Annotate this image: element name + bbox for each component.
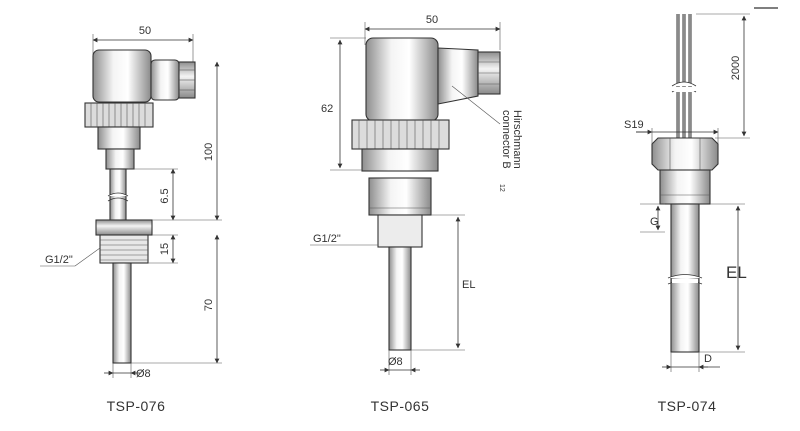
tsp-076-dim-probe: 70 xyxy=(203,299,215,311)
tsp-065-thread-label: G1/2" xyxy=(313,233,341,245)
tsp-065-dim-height: 62 xyxy=(321,103,333,115)
tsp-074-fitting xyxy=(659,169,711,205)
tsp-076-thread-label: G1/2" xyxy=(45,254,73,266)
tsp-076-thread-hex xyxy=(95,219,153,236)
tsp-076-probe xyxy=(112,262,132,364)
tsp-076-plug xyxy=(150,59,180,101)
tsp-074-dim-hex: S19 xyxy=(624,119,644,131)
tsp-074-el-label: EL xyxy=(726,263,747,282)
tsp-076-knurled-nut xyxy=(84,102,154,128)
tsp-074-dim-cable: 2000 xyxy=(730,56,742,80)
tsp-065-housing xyxy=(365,37,439,122)
tsp-074-thread-label: G xyxy=(650,216,659,228)
tsp-065-plug xyxy=(437,47,479,105)
tsp-074-cable xyxy=(671,14,697,138)
tsp-065-connector-line1: Hirschmann xyxy=(511,110,523,169)
tsp-065-knurled-collar xyxy=(351,119,450,150)
tsp-065-probe xyxy=(388,246,412,351)
tsp-076-thread xyxy=(99,234,149,264)
tsp-065-connector-line2: connector B xyxy=(500,110,512,169)
tsp-065-drawing: 50 62 EL xyxy=(310,14,523,414)
tsp-076-housing xyxy=(92,49,152,103)
tsp-074-hex-nut xyxy=(651,137,719,171)
tsp-074-drawing: 2000 S19 G EL D T xyxy=(624,13,750,414)
tsp-074-caption: TSP-074 xyxy=(658,398,717,414)
tsp-065-probe-dia: Ø8 xyxy=(388,356,403,368)
tsp-065-connector-sub: 12 xyxy=(498,184,505,192)
tsp-065-caption: TSP-065 xyxy=(371,398,430,414)
tsp-065-dim-width: 50 xyxy=(426,14,438,26)
tsp-076-dim-thread: 15 xyxy=(159,243,171,255)
tsp-065-el-label: EL xyxy=(462,279,475,291)
tsp-076-probe-dia: Ø8 xyxy=(136,368,151,380)
tsp-076-drawing: 50 xyxy=(40,25,222,414)
svg-text:connector B: connector B xyxy=(500,110,512,169)
tsp-076-neck xyxy=(109,168,127,226)
tsp-065-fitting xyxy=(368,177,432,216)
tsp-076-caption: TSP-076 xyxy=(107,398,166,414)
tsp-065-thread xyxy=(377,214,423,248)
tsp-074-dia-label: D xyxy=(704,353,712,365)
tsp-076-dim-width: 50 xyxy=(139,25,151,37)
tsp-076-dim-neck: 6.5 xyxy=(159,188,171,203)
tsp-076-dim-overall: 100 xyxy=(203,143,215,161)
